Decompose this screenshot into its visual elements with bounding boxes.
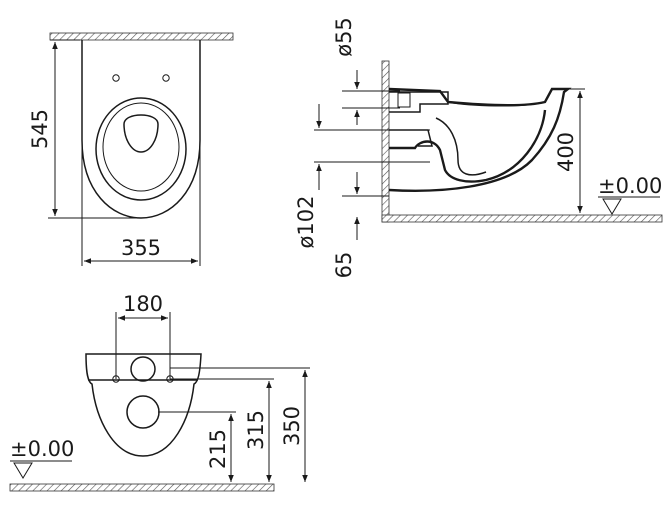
front-view-bowl-outline — [85, 353, 202, 457]
side-wall-hatch — [381, 60, 390, 223]
side-view-outlet — [389, 129, 433, 147]
dim-label-fix-height-315: 315 — [244, 410, 268, 450]
side-view-inlet — [389, 91, 449, 113]
front-floor-hatch — [9, 483, 275, 492]
dim-label-fix-height-350: 350 — [280, 406, 304, 446]
top-view: 545 355 — [28, 32, 234, 266]
floor-level-front-label: ±0.00 — [10, 437, 74, 461]
front-view-outlet-circle — [126, 395, 160, 429]
dim-label-fix-height-215: 215 — [206, 429, 230, 469]
top-view-fix-hole-left — [112, 74, 120, 82]
front-view-inlet-circle — [130, 356, 156, 382]
dim-label-545: 545 — [28, 109, 52, 149]
side-floor-hatch — [381, 214, 663, 223]
top-wall-hatch — [49, 32, 234, 41]
floor-level-side-label: ±0.00 — [598, 174, 662, 198]
side-view-rim — [447, 101, 546, 107]
top-view-fix-hole-right — [162, 74, 170, 82]
dim-label-outlet-dia: ø102 — [294, 196, 318, 249]
dim-label-outlet-height: 65 — [332, 252, 356, 279]
dim-label-355: 355 — [121, 236, 161, 260]
side-view-trap-inner — [435, 117, 487, 176]
top-view-flush-opening — [123, 114, 159, 153]
top-view-bowl-outline — [81, 40, 201, 219]
side-view-bowl-outline — [388, 87, 572, 192]
top-view-inner-rim — [95, 97, 187, 201]
dim-label-fix-spacing: 180 — [123, 292, 163, 316]
dim-label-rim-height: 400 — [554, 132, 578, 172]
dim-label-waste-dia: ø55 — [332, 17, 356, 57]
floor-level-front-marker — [13, 462, 33, 479]
front-view: 180 215 315 350 ±0.00 — [9, 292, 310, 492]
floor-level-side-marker — [602, 198, 622, 215]
side-view: ø55 ø102 65 400 ±0.00 — [294, 17, 663, 279]
side-view-trap — [389, 109, 547, 183]
side-view-spud — [397, 92, 411, 108]
top-view-seat-opening — [102, 102, 180, 192]
